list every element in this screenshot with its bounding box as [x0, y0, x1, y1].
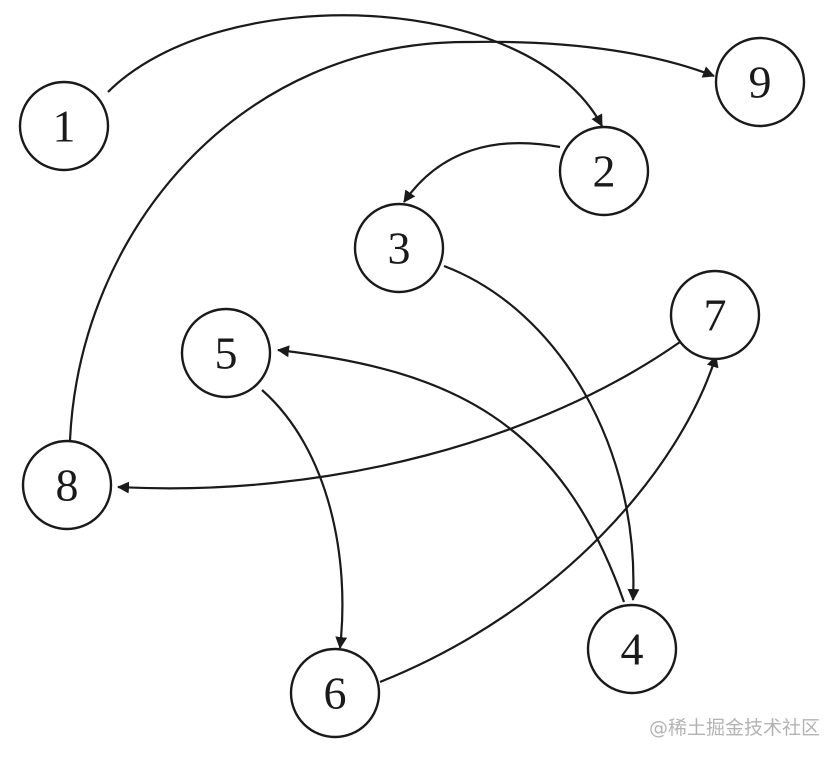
edge-6-7	[379, 355, 719, 684]
node-3-circle	[353, 202, 445, 294]
node-2: 2	[558, 125, 650, 217]
node-9-circle	[714, 36, 806, 128]
node-9: 9	[714, 36, 806, 128]
edge-7-8	[117, 341, 681, 494]
node-2-label: 2	[593, 146, 616, 197]
node-4-circle	[586, 603, 678, 695]
node-1-label: 1	[53, 101, 76, 152]
node-1-circle	[18, 80, 110, 172]
node-2-circle	[558, 125, 650, 217]
node-9-label: 9	[749, 57, 772, 108]
edge-1-2	[107, 14, 603, 127]
node-5-label: 5	[215, 328, 238, 379]
edge-2-3	[403, 142, 561, 203]
node-7: 7	[669, 269, 761, 361]
node-6: 6	[289, 647, 381, 739]
node-5-circle	[180, 307, 272, 399]
node-3: 3	[353, 202, 445, 294]
node-1: 1	[18, 80, 110, 172]
node-8-label: 8	[56, 460, 79, 511]
node-5: 5	[180, 307, 272, 399]
edge-3-4	[443, 264, 640, 601]
node-4: 4	[586, 603, 678, 695]
watermark: @稀土掘金技术社区	[648, 717, 820, 739]
node-7-circle	[669, 269, 761, 361]
edge-8-9	[68, 40, 715, 441]
edges	[68, 14, 719, 684]
node-4-label: 4	[621, 624, 644, 675]
node-8-circle	[21, 439, 113, 531]
node-3-label: 3	[388, 223, 411, 274]
node-6-circle	[289, 647, 381, 739]
node-6-label: 6	[324, 668, 347, 719]
node-7-label: 7	[704, 290, 727, 341]
node-8: 8	[21, 439, 113, 531]
edge-5-6	[261, 389, 348, 649]
edge-4-5	[277, 345, 626, 603]
